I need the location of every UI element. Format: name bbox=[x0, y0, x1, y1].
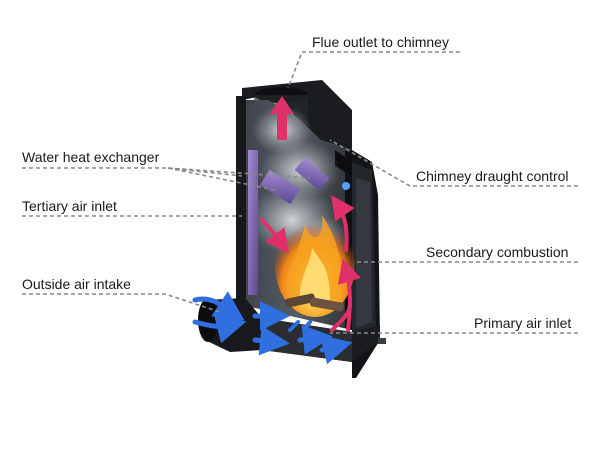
outside-air-arrow-1 bbox=[192, 291, 245, 321]
primary-air-arrow-1 bbox=[288, 320, 300, 332]
flame-inner bbox=[299, 248, 330, 300]
leader-chimney-draught bbox=[329, 139, 578, 187]
leader-water-hx-1 bbox=[22, 167, 243, 177]
fire bbox=[275, 213, 355, 317]
base-air-arrow-2 bbox=[297, 324, 333, 355]
primary-warm-arrow bbox=[330, 304, 352, 332]
flue-gas-arrow-head bbox=[270, 96, 294, 114]
log-2 bbox=[309, 297, 344, 312]
control-knob bbox=[378, 338, 386, 344]
tertiary-air-arrow bbox=[260, 218, 290, 254]
leader-outside-air bbox=[22, 293, 221, 313]
draught-control-flap bbox=[335, 150, 352, 176]
label-outside-air-intake: Outside air intake bbox=[22, 276, 131, 292]
leader-water-hx-2 bbox=[167, 167, 276, 191]
label-secondary-combustion: Secondary combustion bbox=[426, 244, 569, 260]
water-heat-exchanger bbox=[248, 150, 330, 295]
leader-water-hx-3 bbox=[167, 167, 311, 179]
air-duct-opening bbox=[198, 298, 218, 342]
leader-flue-outlet bbox=[287, 51, 460, 89]
heat-exchanger-vertical bbox=[248, 150, 258, 295]
draught-control-indicator bbox=[342, 182, 350, 190]
secondary-air-arrow-2 bbox=[331, 195, 355, 252]
heat-exchanger-block-1 bbox=[259, 169, 301, 205]
label-chimney-draught-control: Chimney draught control bbox=[416, 168, 569, 184]
base-air-arrow-1 bbox=[252, 325, 290, 356]
outside-air-arrow-2 bbox=[192, 314, 247, 344]
base-air-arrow-3 bbox=[319, 335, 353, 365]
label-tertiary-air-inlet: Tertiary air inlet bbox=[22, 198, 117, 214]
log-1 bbox=[285, 293, 316, 308]
secondary-air-arrow-1 bbox=[337, 258, 361, 332]
leader-lines bbox=[22, 51, 578, 334]
primary-air-arrow-2 bbox=[302, 320, 312, 332]
stove-left-wall bbox=[236, 96, 246, 318]
label-primary-air-inlet: Primary air inlet bbox=[474, 315, 572, 331]
air-flow-arrows bbox=[192, 96, 361, 365]
heat-exchanger-block-2 bbox=[294, 157, 330, 191]
label-flue-outlet: Flue outlet to chimney bbox=[312, 34, 449, 50]
label-water-heat-exchanger: Water heat exchanger bbox=[22, 149, 160, 165]
